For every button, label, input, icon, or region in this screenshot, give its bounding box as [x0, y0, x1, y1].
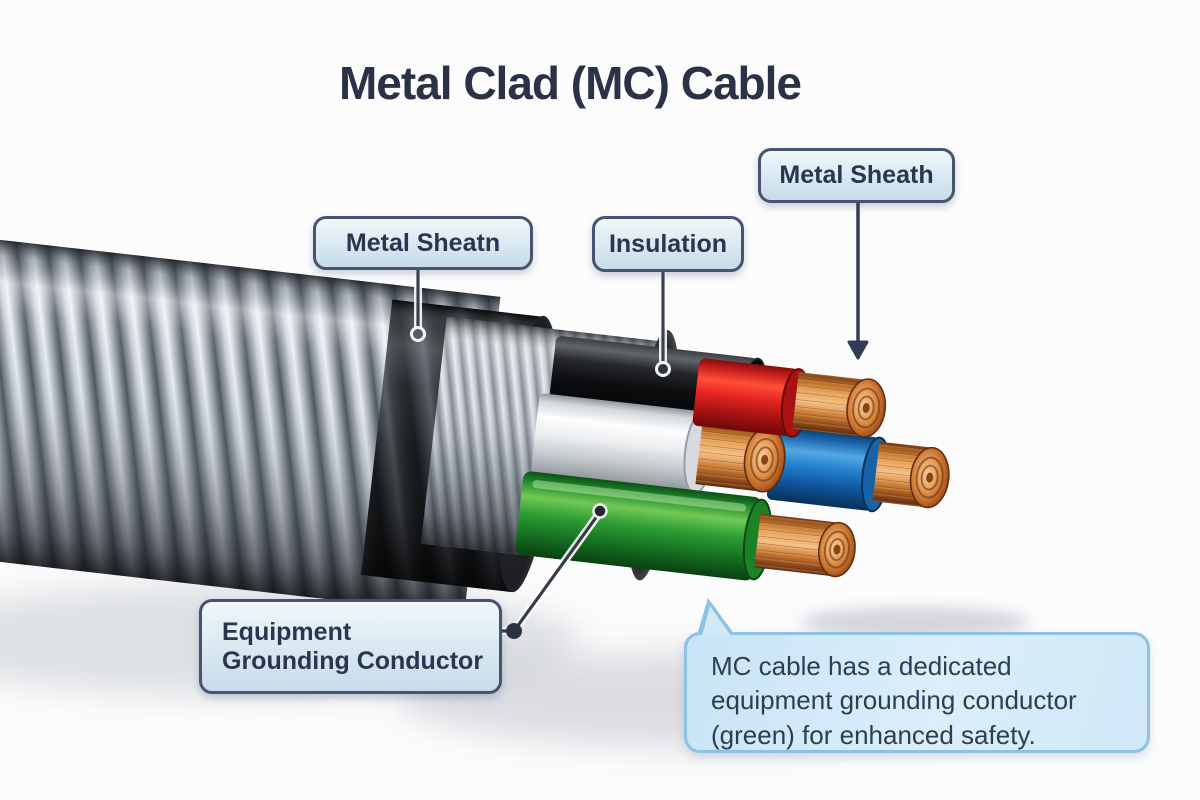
callout-line-2: equipment grounding conductor: [711, 685, 1077, 716]
label-insulation-text: Insulation: [608, 229, 728, 258]
callout-line-3: (green) for enhanced safety.: [711, 719, 1036, 750]
leader-dot-grounding: [592, 503, 608, 519]
leader-dot-insulation: [655, 361, 671, 377]
label-metal-sheath-right-text: Metal Sheath: [779, 161, 934, 189]
leader-elbow-dot-grounding: [506, 623, 522, 639]
conductor-white: [531, 393, 786, 495]
grounding-conductor-green: [515, 471, 856, 581]
copper-strands-white: [695, 420, 786, 493]
label-metal-sheath-right: Metal Sheath: [758, 148, 955, 203]
copper-strands-green: [754, 513, 856, 578]
conductor-blue: [766, 426, 950, 513]
label-equipment-grounding-conductor-text: Equipment Grounding Conductor: [222, 618, 484, 675]
leader-dot-metal-sheath-left: [410, 326, 426, 342]
label-insulation: Insulation: [592, 216, 744, 272]
copper-strands-blue: [872, 441, 950, 509]
copper-strands-red: [792, 372, 887, 438]
page-title: Metal Clad (MC) Cable: [338, 57, 802, 109]
cable-armor: [0, 229, 501, 615]
leader-arrow-icon: [847, 340, 869, 360]
callout-line-1: MC cable has a dedicated: [711, 651, 1012, 681]
callout-note: MC cable has a dedicated equipment groun…: [684, 598, 1150, 753]
leader-lines: [410, 201, 869, 639]
label-metal-sheath-left-text: Metal Sheatn: [345, 228, 501, 257]
label-metal-sheath-left: Metal Sheatn: [313, 216, 533, 270]
label-equipment-grounding-conductor: Equipment Grounding Conductor: [199, 599, 502, 694]
conductor-red: [692, 358, 887, 438]
